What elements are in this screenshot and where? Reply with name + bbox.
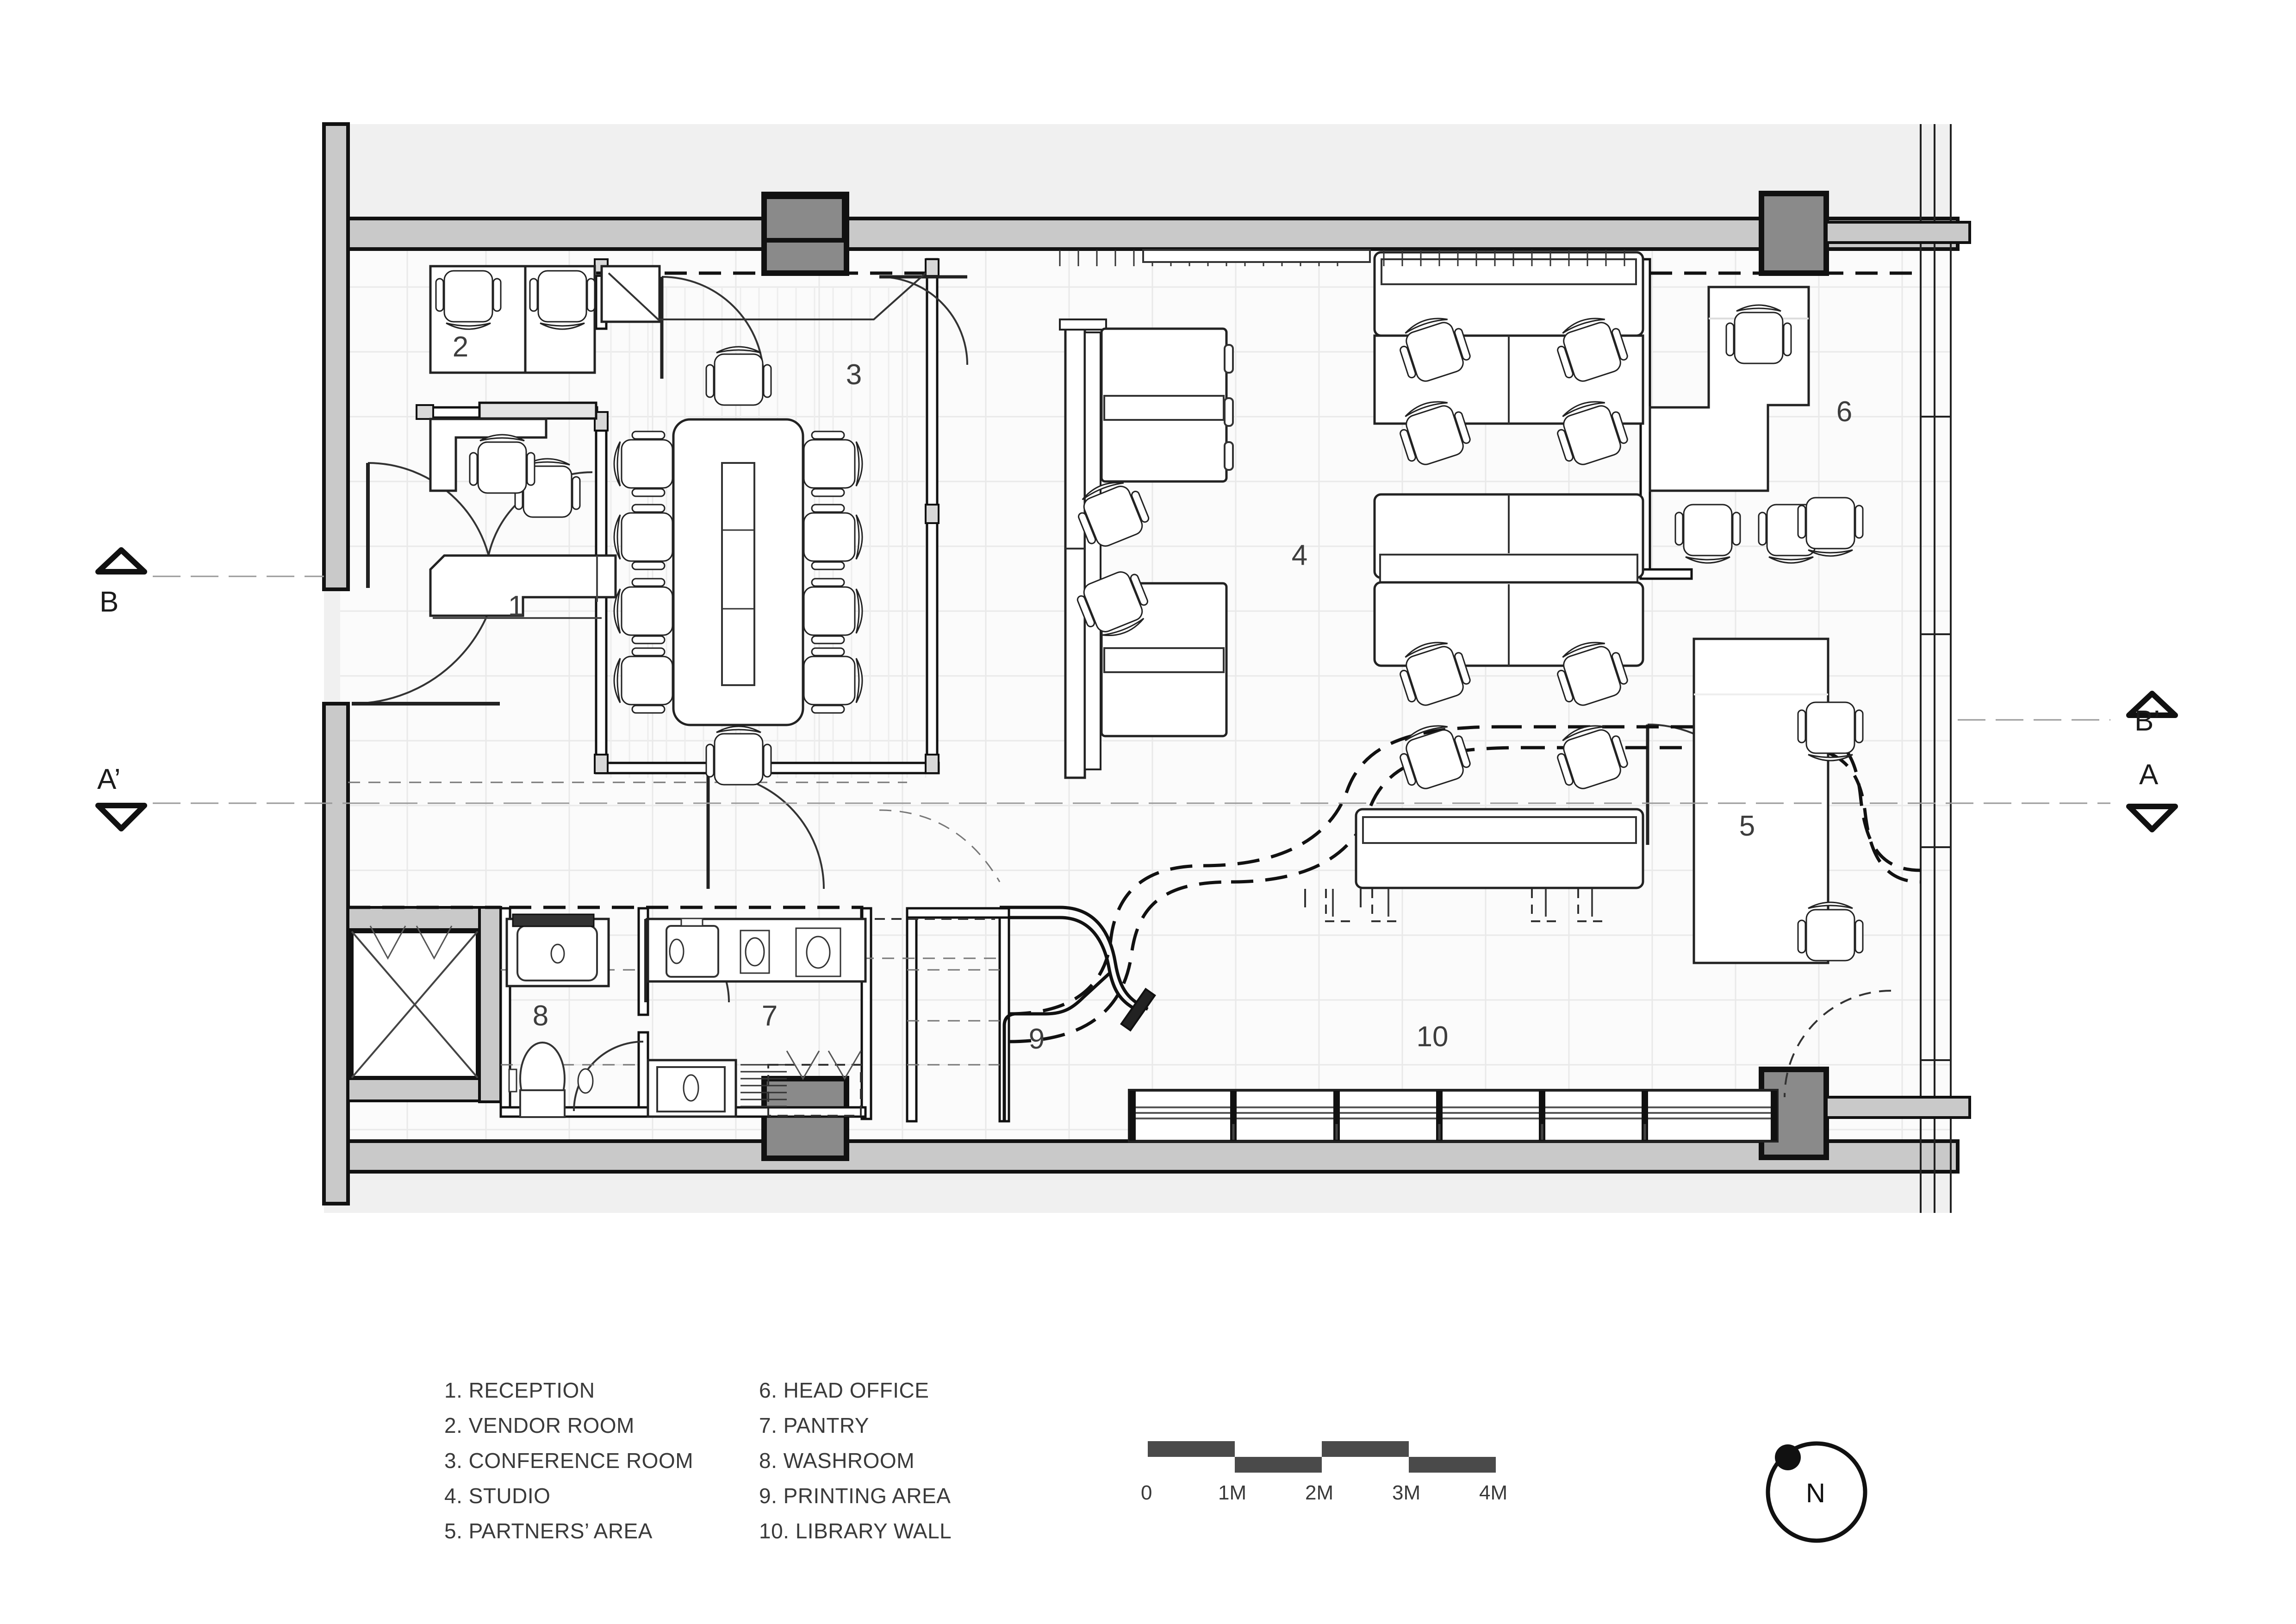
scale-bar (1148, 1441, 1496, 1473)
legend-item-1: 1. RECEPTION (444, 1378, 595, 1402)
room-number-1: 1 (508, 590, 524, 622)
partners-desk (1692, 637, 1829, 964)
room-number-labels: 1 2 3 4 5 6 7 8 9 10 (453, 331, 1852, 1055)
room-number-5: 5 (1739, 810, 1755, 842)
studio-partition-screen (1059, 319, 1107, 779)
cabinet-swings (369, 925, 862, 1080)
column-top-right (1759, 191, 1829, 276)
scale-tick-1m: 1M (1218, 1481, 1247, 1504)
glass-partition (416, 258, 940, 774)
conference-table (672, 418, 804, 726)
studio-lockers (1325, 889, 1606, 922)
reception-desk (429, 554, 617, 619)
section-arrow-Bprime-right (2126, 691, 2178, 718)
section-mark-A-prime: A’ (97, 763, 121, 795)
legend-item-8: 8. WASHROOM (759, 1449, 915, 1473)
room-number-7: 7 (762, 1000, 778, 1032)
studio-wall-shelf (1142, 249, 1371, 263)
exterior-walls (322, 122, 1960, 1206)
printing-area-curved-wall (1000, 906, 1149, 1120)
legend-item-6: 6. HEAD OFFICE (759, 1378, 929, 1402)
pantry-lower-counter (647, 1059, 787, 1118)
right-curtain-wall (1920, 124, 1952, 1213)
column-ledges (1825, 221, 1971, 1119)
studio-bench-mid (1373, 493, 1644, 667)
legend-item-3: 3. CONFERENCE ROOM (444, 1449, 694, 1473)
section-mark-A: A (2139, 759, 2159, 791)
scale-tick-4m: 4M (1479, 1481, 1508, 1504)
room-number-8: 8 (533, 1000, 548, 1032)
legend-item-4: 4. STUDIO (444, 1484, 551, 1508)
scale-tick-0: 0 (1141, 1481, 1152, 1504)
legend-item-10: 10. LIBRARY WALL (759, 1519, 952, 1543)
north-symbol (1766, 1441, 1867, 1543)
scale-tick-2m: 2M (1305, 1481, 1334, 1504)
room-number-4: 4 (1292, 539, 1307, 571)
room-number-9: 9 (1029, 1023, 1045, 1055)
section-mark-B: B (100, 586, 119, 618)
north-letter: N (1806, 1478, 1825, 1508)
conference-display (762, 194, 846, 243)
conference-soffit (608, 272, 927, 320)
legend-right-column: 6. HEAD OFFICE 7. PANTRY 8. WASHROOM 9. … (759, 1373, 952, 1549)
legend-item-7: 7. PANTRY (759, 1413, 869, 1437)
section-arrow-Aprime-left (95, 803, 147, 831)
column-bottom-left (761, 1076, 849, 1161)
studio-bench-bottom (1355, 808, 1644, 889)
studio-desk-left (1100, 327, 1234, 483)
north-dot-icon (1775, 1444, 1801, 1470)
section-arrow-A-right (2126, 804, 2178, 832)
section-arrow-B-left (95, 547, 147, 575)
room-number-2: 2 (453, 331, 468, 363)
library-wall-shelving (1128, 1089, 1779, 1143)
washroom-fixtures (505, 913, 610, 1118)
pantry-counter (647, 918, 867, 983)
room-number-6: 6 (1836, 396, 1852, 428)
printing-door-leaf (1120, 987, 1156, 1032)
legend-item-9: 9. PRINTING AREA (759, 1484, 951, 1508)
room-number-3: 3 (846, 359, 862, 391)
legend-item-2: 2. VENDOR ROOM (444, 1413, 635, 1437)
section-cut-lines (153, 575, 2110, 804)
studio-chair-marks (1332, 889, 1593, 917)
scale-tick-3m: 3M (1392, 1481, 1421, 1504)
section-mark-B-prime: B’ (2134, 705, 2160, 737)
legend-item-5: 5. PARTNERS’ AREA (444, 1519, 653, 1543)
room-number-10: 10 (1417, 1021, 1449, 1053)
pantry-overhead-dashed (767, 918, 995, 1117)
service-shaft (350, 930, 479, 1080)
legend-left-column: 1. RECEPTION 2. VENDOR ROOM 3. CONFERENC… (444, 1373, 693, 1549)
